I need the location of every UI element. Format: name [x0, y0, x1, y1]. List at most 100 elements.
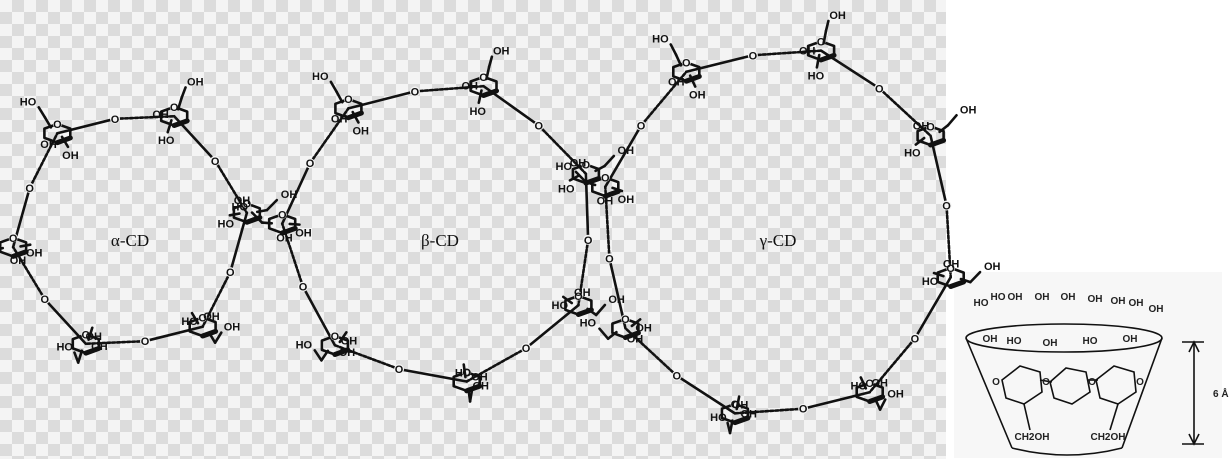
alpha-cd-structure: OOOOOOOOHHOOHOOHHOOHOOHHOOHOHOOHOHOHOOHO… [0, 76, 297, 364]
glycosidic-bond [56, 117, 117, 135]
bridge-oxygen-bg [409, 86, 420, 97]
ring-oxygen-label: O [82, 329, 91, 341]
hydroxyl-bond [859, 376, 868, 390]
bridge-oxygen-bg [671, 370, 682, 381]
hydroxyl-bond [60, 135, 70, 149]
cone-top-hydroxyl-label: OH [1129, 298, 1144, 309]
secondary-oh-label: OH [597, 196, 614, 208]
bridge-oxygen-label: O [111, 114, 120, 126]
bridge-oxygen-label: O [605, 253, 614, 265]
glycosidic-bond-hashed [201, 270, 232, 329]
glucose-unit-right [1095, 365, 1137, 405]
cone-depth-label: 6 Å [1213, 387, 1229, 400]
hydroxymethyl-oh-label: OH [224, 322, 241, 334]
ring-oxygen-bg [330, 331, 340, 341]
cone-diagram-background [954, 272, 1222, 458]
checkerboard-background [0, 0, 946, 459]
secondary-oh-label: HO [158, 135, 175, 147]
ring-oxygen-label: O [462, 367, 471, 379]
ring-oxygen-bg [573, 291, 583, 301]
hydroxymethyl-bond [265, 198, 279, 212]
glucose-ring-bold-edge [818, 52, 837, 63]
glucose-ring-bold-edge [732, 415, 751, 426]
cone-top-hydroxyl-label: OH [1088, 294, 1103, 305]
glucose-ring-bold-edge [622, 330, 641, 341]
secondary-oh-label: OH [341, 335, 358, 347]
hydroxymethyl-bond [598, 327, 610, 340]
cone-bottom-hydroxymethyl-label: CH2OH [1090, 432, 1125, 443]
glycosidic-bond [397, 367, 468, 383]
cone-right-wall [1121, 337, 1163, 449]
ring-oxygen-label: O [53, 119, 62, 131]
ring-oxygen-bg [581, 159, 591, 169]
glucose-unit-middle [1049, 367, 1091, 405]
hydroxymethyl-bond [180, 86, 187, 99]
hydroxymethyl-oh-label: OH [187, 76, 204, 88]
hydroxymethyl-bond [73, 351, 80, 364]
bridge-oxygen-label: O [522, 343, 531, 355]
bridge-oxygen-label: O [211, 156, 220, 168]
bridge-oxygen-label: O [875, 83, 884, 95]
hydroxymethyl-bond [487, 55, 494, 69]
glycosidic-bond-hashed [84, 339, 147, 346]
secondary-oh-label: OH [276, 232, 293, 244]
ring-oxygen-label: O [198, 312, 207, 324]
hydroxymethyl-bond [726, 421, 732, 435]
glycosidic-bond [347, 90, 417, 110]
ring-oxygen-label: O [479, 72, 488, 84]
secondary-oh-label: OH [91, 341, 108, 353]
glucose-ring-bold-edge [332, 347, 351, 358]
bridge-oxygen-label: O [911, 333, 920, 345]
glucose-down-right [1109, 403, 1119, 431]
hydroxymethyl-bond [586, 307, 598, 317]
beta-cd-label: β-CD [421, 231, 459, 250]
bridge-oxygen-label: O [41, 294, 50, 306]
ring-oxygen-bg [8, 233, 18, 243]
secondary-oh-label: OH [871, 378, 888, 390]
cone-top-hydroxyl-label: HO [991, 292, 1006, 303]
bridge-oxygen-label: O [226, 267, 235, 279]
bridge-oxygen-bg [24, 182, 35, 193]
hydroxymethyl-bond [468, 390, 474, 403]
hydroxymethyl-oh-label: HO [710, 412, 727, 424]
glucose-unit-left [1001, 365, 1043, 405]
secondary-oh-label: HO [455, 368, 472, 380]
cone-bottom-rim [1011, 447, 1123, 456]
ring-oxygen-bg [81, 329, 91, 339]
hydroxymethyl-oh-label: HO [556, 161, 573, 173]
secondary-oh-label: HO [850, 380, 867, 392]
secondary-oh-label: HO [904, 148, 921, 160]
hydroxymethyl-bond [213, 331, 223, 344]
secondary-oh-label: HO [469, 106, 486, 118]
glycosidic-bond [801, 390, 871, 411]
hydroxymethyl-oh-label: HO [56, 342, 73, 354]
secondary-oh-label: HO [181, 316, 198, 328]
hydroxymethyl-oh-label: HO [580, 318, 597, 330]
secondary-oh-label: OH [62, 150, 79, 162]
bridge-oxygen-label: O [395, 364, 404, 376]
hydroxymethyl-bond [594, 164, 606, 173]
hydroxymethyl-bond [878, 398, 887, 411]
hydroxymethyl-bond [822, 29, 828, 45]
hydroxyl-bond [462, 363, 467, 379]
hydroxymethyl-bond [260, 221, 274, 225]
hydroxymethyl-bond [255, 208, 269, 214]
cone-bottom-hydroxymethyl-label: CH2OH [1014, 432, 1049, 443]
hydroxyl-bond [288, 222, 301, 226]
hydroxyl-bond [630, 318, 642, 328]
ring-oxygen-bg [600, 172, 610, 182]
hydroxyl-bond [166, 119, 173, 134]
hydroxymethyl-bond [946, 114, 958, 127]
alpha-cd-label: α-CD [111, 231, 149, 250]
hydroxymethyl-bond [603, 154, 616, 168]
glucose-ring-bold-edge [948, 279, 967, 290]
bridge-oxygen-bg [521, 343, 532, 354]
secondary-oh-label: OH [86, 331, 103, 343]
glycosidic-bond-hashed [733, 407, 805, 415]
hydroxyl-bond [477, 89, 483, 105]
ring-oxygen-bg [242, 199, 252, 209]
hydroxyl-bond [338, 331, 348, 344]
hydroxymethyl-bond [485, 65, 491, 81]
